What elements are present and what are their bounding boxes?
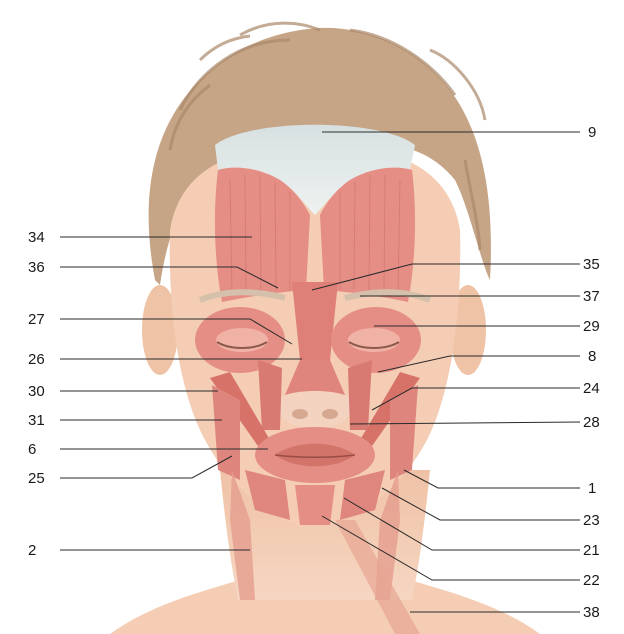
- label-31: 31: [28, 412, 45, 429]
- label-36: 36: [28, 259, 45, 276]
- label-24: 24: [583, 380, 600, 397]
- label-38: 38: [583, 604, 600, 621]
- mentalis: [295, 485, 335, 525]
- label-28: 28: [583, 414, 600, 431]
- label-27: 27: [28, 311, 45, 328]
- label-8: 8: [588, 348, 596, 365]
- label-1: 1: [588, 480, 596, 497]
- leader-25: [60, 456, 232, 478]
- label-26: 26: [28, 351, 45, 368]
- label-2: 2: [28, 542, 36, 559]
- label-9: 9: [588, 124, 596, 141]
- leader-1: [404, 470, 580, 488]
- label-25: 25: [28, 470, 45, 487]
- nostril-left: [292, 409, 308, 419]
- label-23: 23: [583, 512, 600, 529]
- nostril-right: [322, 409, 338, 419]
- label-34: 34: [28, 229, 45, 246]
- label-37: 37: [583, 288, 600, 305]
- label-21: 21: [583, 542, 600, 559]
- label-29: 29: [583, 318, 600, 335]
- masseter-left: [212, 385, 240, 480]
- label-30: 30: [28, 383, 45, 400]
- label-35: 35: [583, 256, 600, 273]
- procerus: [292, 282, 338, 360]
- levator-labii-left: [258, 360, 282, 430]
- levator-labii-right: [348, 360, 372, 430]
- label-6: 6: [28, 441, 36, 458]
- label-22: 22: [583, 572, 600, 589]
- masseter-right: [390, 385, 418, 480]
- nose-tip: [278, 391, 353, 428]
